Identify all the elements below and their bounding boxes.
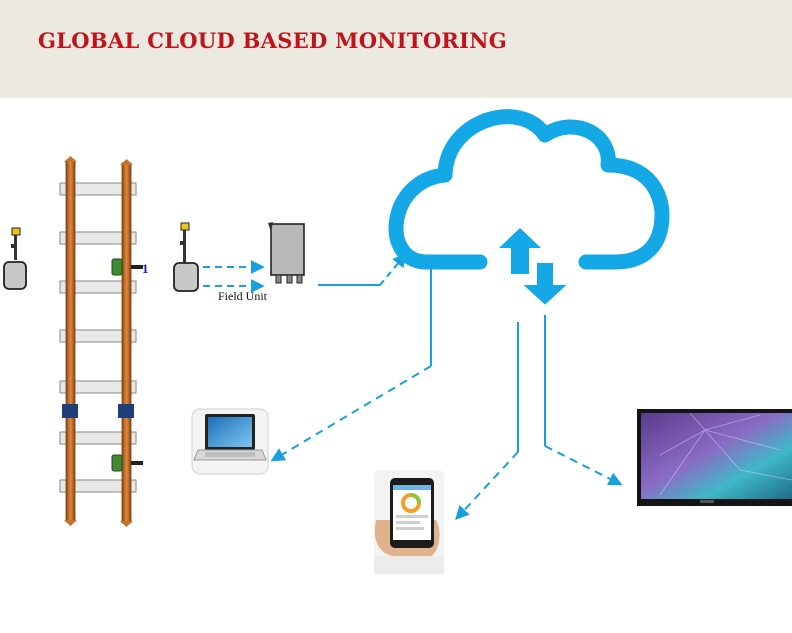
upload-download-icon [499,228,572,308]
ladder-sensor-clip [111,258,143,472]
laptop-icon [191,408,269,475]
cloud-to-laptop-arrow [270,365,432,462]
page-title: GLOBAL CLOUD BASED MONITORING [38,28,508,53]
ladder [59,156,143,527]
sensor-probe-icon [173,222,199,292]
sensor-probe-icon [3,227,27,290]
field-unit-label: Field Unit [218,289,268,303]
smartphone-icon [374,470,444,574]
cloud-to-phone-arrow [455,451,519,521]
ladder-rail-left [65,159,76,523]
data-flow-arrows [203,252,623,521]
cloud-to-tv-arrow [544,445,623,486]
smart-tv-icon [637,409,792,506]
ladder-rail-right [121,162,132,524]
field-unit-box-icon [268,222,305,284]
sensor-marker-number: 1 [142,261,149,276]
cloud-icon [388,109,670,270]
header-banner: GLOBAL CLOUD BASED MONITORING [0,0,792,98]
ladder-rungs [59,182,137,493]
ladder-clamp [62,404,134,418]
